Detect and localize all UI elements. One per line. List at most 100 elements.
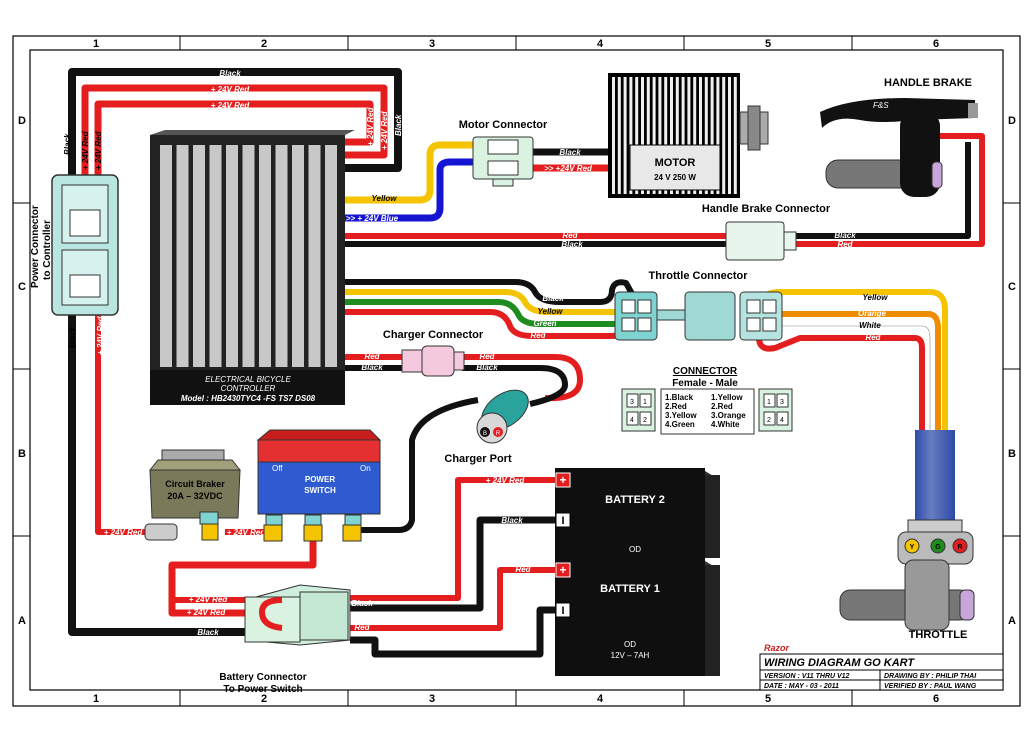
- motor-connector-label: Motor Connector: [459, 119, 548, 131]
- pin-f-2: 2: [643, 417, 647, 424]
- pin-m-1: 1: [767, 399, 771, 406]
- label-red-charger-right: Red: [479, 352, 495, 361]
- grid-row-c-right: C: [1008, 281, 1016, 293]
- motor-fin: [658, 77, 662, 194]
- label-black-charger: Black: [361, 363, 383, 372]
- wire-black-left-down: [68, 310, 250, 636]
- wire-yellow-motor: [345, 141, 475, 204]
- label-red-right: Red: [865, 333, 881, 342]
- motor-fin: [681, 77, 685, 194]
- heatsink-fin: [275, 145, 288, 367]
- brake-lever: [820, 98, 975, 128]
- label-red-lower-left: + 24V Red: [104, 528, 144, 537]
- grid-col-3-bottom: 3: [429, 693, 435, 705]
- female-pin-2: 2.Red: [665, 402, 687, 411]
- drawing-frame: 1 2 3 4 5 6 1 2 3 4 5 6 D C B A D C B A: [12, 35, 1021, 707]
- label-black-charger-vert: Black: [402, 483, 411, 505]
- label-red-right-vert-2: + 24V Red: [366, 106, 375, 146]
- wire-red-batt1: [350, 567, 555, 631]
- battery1-od: OD: [624, 640, 636, 649]
- wire-black-charger-to-switch: [350, 397, 479, 533]
- motor-fin: [710, 77, 714, 194]
- battery2-od: OD: [629, 545, 641, 554]
- motor-fin: [635, 77, 639, 194]
- battery-1: BATTERY 1 OD 12V – 7AH + I: [555, 558, 720, 676]
- label-black-bottom: Black: [197, 628, 219, 637]
- wire-black-batt1: [350, 606, 555, 658]
- charger-b-label: B: [483, 431, 487, 437]
- label-black-charger-right: Black: [476, 363, 498, 372]
- drawing-by: DRAWING BY : PHILIP THAI: [884, 673, 977, 680]
- charger-r-label: R: [496, 431, 501, 437]
- breaker-label-1: Circuit Braker: [165, 479, 225, 489]
- male-pin-1: 1.Yellow: [711, 393, 743, 402]
- grid-col-2-bottom: 2: [261, 693, 267, 705]
- wire-red-to-throttle: [756, 329, 925, 430]
- label-red-batt2: + 24V Red: [486, 476, 526, 485]
- switch-on-label: On: [360, 464, 371, 473]
- battery2-plus: +: [559, 473, 566, 487]
- motor-fin: [716, 77, 720, 194]
- battery1-plus: +: [559, 563, 566, 577]
- handle-brake-connector: Handle Brake Connector: [702, 203, 831, 261]
- throttle-connector-label: Throttle Connector: [649, 270, 749, 282]
- battery2-label: BATTERY 2: [605, 494, 665, 506]
- heatsink-fin: [292, 145, 304, 367]
- pinout-title: CONNECTOR: [673, 366, 738, 377]
- grid-row-d: D: [18, 115, 26, 127]
- motor: MOTOR 24 V 250 W: [608, 73, 769, 198]
- handle-brake-connector-label: Handle Brake Connector: [702, 203, 831, 215]
- motor-fin: [733, 77, 737, 194]
- heatsink-fin: [160, 145, 172, 367]
- motor-fin: [612, 77, 615, 194]
- female-pin-4: 4.Green: [665, 420, 695, 429]
- motor-fin: [641, 77, 644, 194]
- controller-model: Model : HB2430TYC4 -FS TS7 DS08: [181, 394, 316, 403]
- handle-brake-label: HANDLE BRAKE: [884, 77, 972, 89]
- label-black-batt2: Black: [501, 516, 523, 525]
- wire-blue-motor: [345, 158, 475, 222]
- label-white-right: White: [859, 321, 881, 330]
- pin-f-4: 4: [630, 417, 634, 424]
- grid-col-3: 3: [429, 38, 435, 50]
- battery-connector: Battery Connector To Power Switch: [219, 584, 351, 695]
- heatsink-fin: [176, 145, 189, 367]
- label-blue-motor: >> + 24V Blue: [346, 214, 399, 223]
- wire-black-batt2: [350, 516, 555, 612]
- label-black-left-vert: Black: [63, 133, 72, 155]
- label-black-motor: Black: [559, 148, 581, 157]
- motor-fin: [699, 77, 702, 194]
- label-red-brake: Red: [562, 231, 578, 240]
- label-red-batt-conn-1: + 24V Red: [189, 595, 229, 604]
- label-red-lower-vert-2: + 24V Red: [96, 315, 105, 355]
- title-block: Razor WIRING DIAGRAM GO KART VERSION : V…: [759, 643, 1004, 691]
- battery2-minus: I: [561, 515, 564, 527]
- heatsink-fin: [325, 145, 337, 367]
- wire-red-charger-right: [462, 354, 583, 402]
- controller-label-2: CONTROLLER: [221, 384, 276, 393]
- wire-black-charger-right: [462, 365, 568, 407]
- wire-orange-to-throttle: [770, 311, 941, 430]
- grid-col-1-bottom: 1: [93, 693, 99, 705]
- label-red-left-vert-1: + 24V Red: [81, 130, 90, 170]
- male-pin-4: 4.White: [711, 420, 740, 429]
- grid-col-4-bottom: 4: [597, 693, 604, 705]
- heatsink-fin: [308, 145, 321, 367]
- battery-connector-label-1: Battery Connector: [219, 672, 306, 683]
- throttle-g-label: G: [935, 544, 941, 551]
- wire-black-throttle: [345, 279, 643, 310]
- label-red-batt-conn-2: + 24V Red: [187, 608, 227, 617]
- pinout-subtitle: Female - Male: [672, 378, 738, 389]
- breaker-label-2: 20A – 32VDC: [167, 491, 223, 501]
- grid-col-2: 2: [261, 38, 267, 50]
- wire-black-top-loop: [68, 68, 402, 190]
- label-black-brake: Black: [561, 240, 583, 249]
- heatsink-fin: [193, 145, 205, 367]
- male-pin-2: 2.Red: [711, 402, 733, 411]
- label-black-throttle: Black: [542, 294, 564, 303]
- grid-col-1: 1: [93, 38, 99, 50]
- wire-red-top-loop-outer: [81, 84, 388, 190]
- drawing-date: DATE : MAY - 03 - 2011: [764, 683, 839, 690]
- handle-brake: HANDLE BRAKE F&S: [820, 77, 978, 197]
- pin-m-4: 4: [780, 417, 784, 424]
